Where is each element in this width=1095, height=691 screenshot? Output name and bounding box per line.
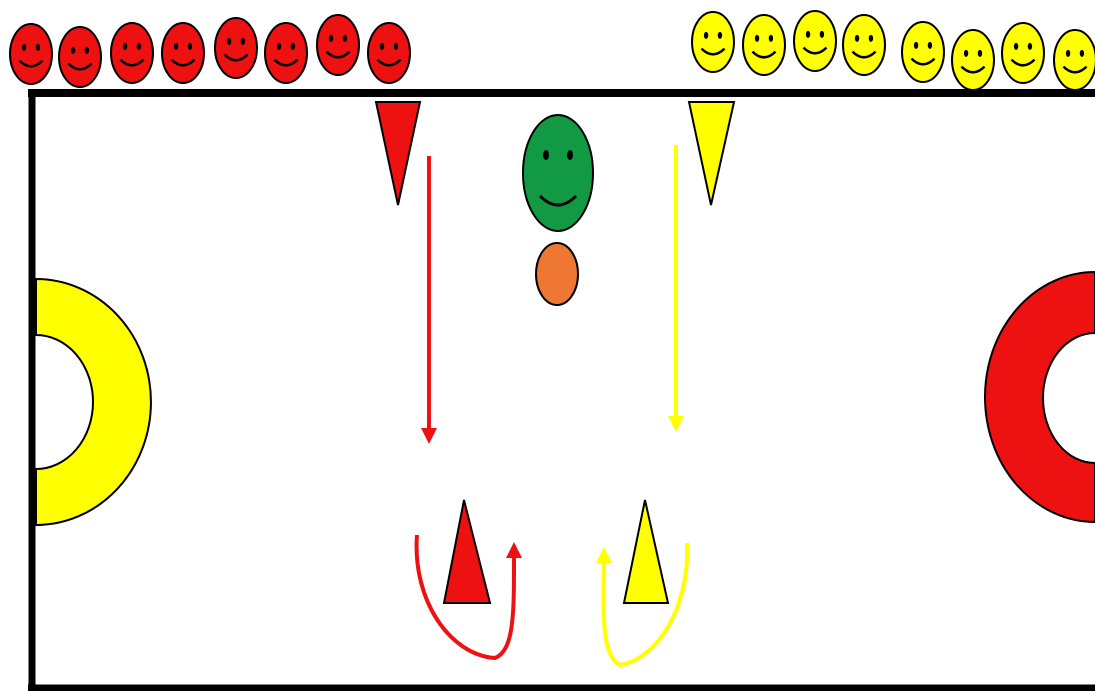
red-player-smiley-icon [367,22,411,84]
movement-arrows [414,145,690,668]
red-player-smiley-icon [161,22,205,84]
yellow-goal [35,277,152,527]
cones [374,101,736,604]
red-start-cone [374,101,422,206]
red-team-players [9,14,411,88]
yellow-player-smiley-icon [842,14,886,76]
red-return-arrow [414,534,523,661]
ring-goal-icon [984,270,1095,524]
red-player-smiley-icon [110,22,154,84]
smiley-face-icon [522,114,594,232]
field [28,89,1095,691]
yellow-player-smiley-icon [1001,22,1045,84]
red-player-smiley-icon [264,22,308,84]
yellow-player-smiley-icon [793,10,837,72]
yellow-team-players [691,10,1095,91]
yellow-turn-cone [622,499,670,604]
yellow-player-smiley-icon [1053,29,1095,91]
yellow-player-smiley-icon [901,21,945,83]
yellow-return-arrow [595,542,690,668]
coach [522,114,594,232]
yellow-player-smiley-icon [691,11,735,73]
red-player-smiley-icon [58,26,102,88]
red-player-smiley-icon [316,14,360,76]
ball [535,242,579,306]
red-goal [984,270,1095,524]
ring-goal-icon [35,277,152,527]
ball-icon [535,242,579,306]
red-player-smiley-icon [9,23,53,85]
yellow-player-smiley-icon [742,14,786,76]
yellow-player-smiley-icon [951,29,995,91]
yellow-start-cone [687,101,736,206]
red-turn-cone [442,499,492,604]
red-player-smiley-icon [214,17,258,79]
